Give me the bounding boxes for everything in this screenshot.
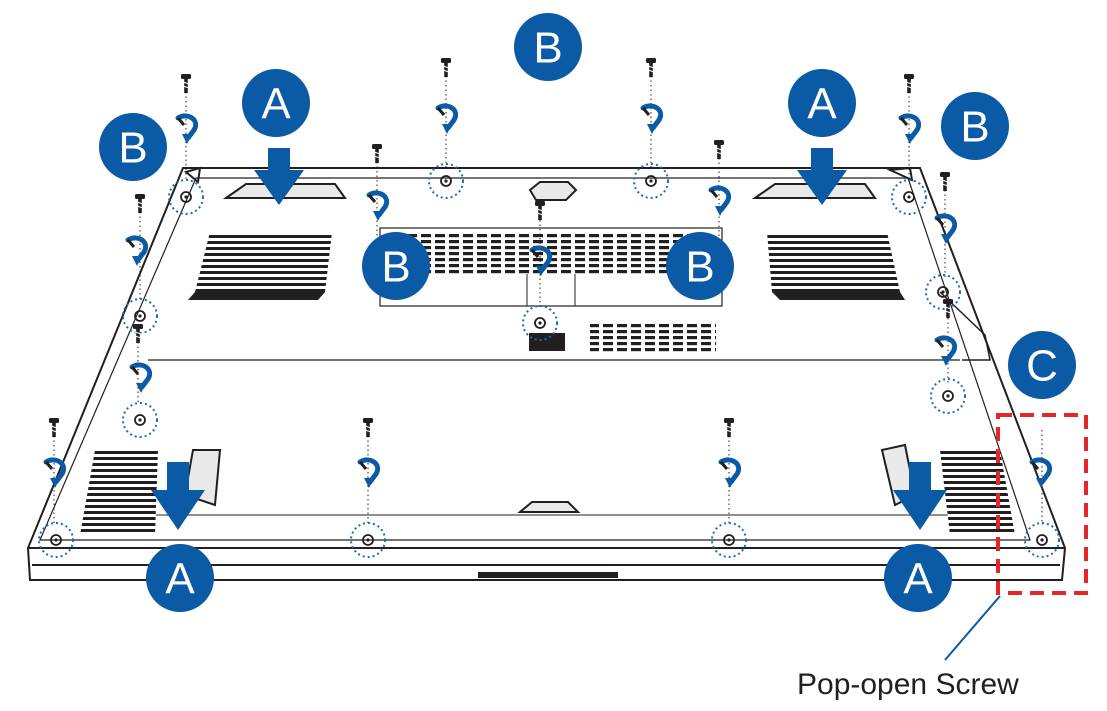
badge-a-top-left: A — [242, 69, 310, 137]
vent-grilles — [80, 232, 1015, 535]
screw-left-upper — [122, 193, 158, 334]
badge-a-bottom-right: A — [884, 544, 952, 612]
badge-c-text: C — [1026, 342, 1058, 391]
screw-top-left — [168, 73, 204, 215]
screw-locations — [38, 57, 1060, 558]
screw-center — [522, 200, 558, 341]
badge-b-right: B — [941, 92, 1009, 160]
screw-left-mid — [122, 323, 158, 438]
badge-a-text: A — [903, 555, 933, 604]
badge-b-text: B — [685, 243, 714, 292]
arrow-a-top-left — [254, 148, 304, 205]
badge-b-inner-left: B — [362, 232, 430, 300]
badge-a-text: A — [165, 555, 195, 604]
release-arrows — [151, 148, 947, 530]
screw-bottom-left — [38, 417, 74, 558]
badge-b-top: B — [514, 13, 582, 81]
badge-b-text: B — [118, 124, 147, 173]
screw-bottom-mid-left — [350, 417, 386, 558]
screw-bottom-mid-right — [711, 417, 747, 558]
badge-b-text: B — [381, 243, 410, 292]
badge-b-text: B — [960, 103, 989, 152]
badge-a-top-right: A — [788, 69, 856, 137]
screw-inner-right — [711, 139, 729, 250]
label-badges: A A A A B B B B B C — [99, 13, 1076, 612]
arrow-a-top-right — [797, 148, 847, 205]
screw-top-right — [891, 73, 927, 215]
arrow-a-bottom-right — [893, 462, 947, 530]
pop-open-highlight: Pop-open Screw — [797, 413, 1088, 701]
badge-c: C — [1008, 331, 1076, 399]
arrow-a-bottom-left — [151, 462, 205, 530]
screw-right-upper — [925, 171, 961, 310]
badge-b-inner-right: B — [666, 232, 734, 300]
badge-b-text: B — [533, 24, 562, 73]
screw-inner-left — [369, 143, 387, 250]
pop-open-screw-label: Pop-open Screw — [797, 668, 1019, 701]
badge-a-bottom-left: A — [146, 544, 214, 612]
badge-a-text: A — [807, 80, 837, 129]
badge-b-left: B — [99, 113, 167, 181]
badge-a-text: A — [261, 80, 291, 129]
